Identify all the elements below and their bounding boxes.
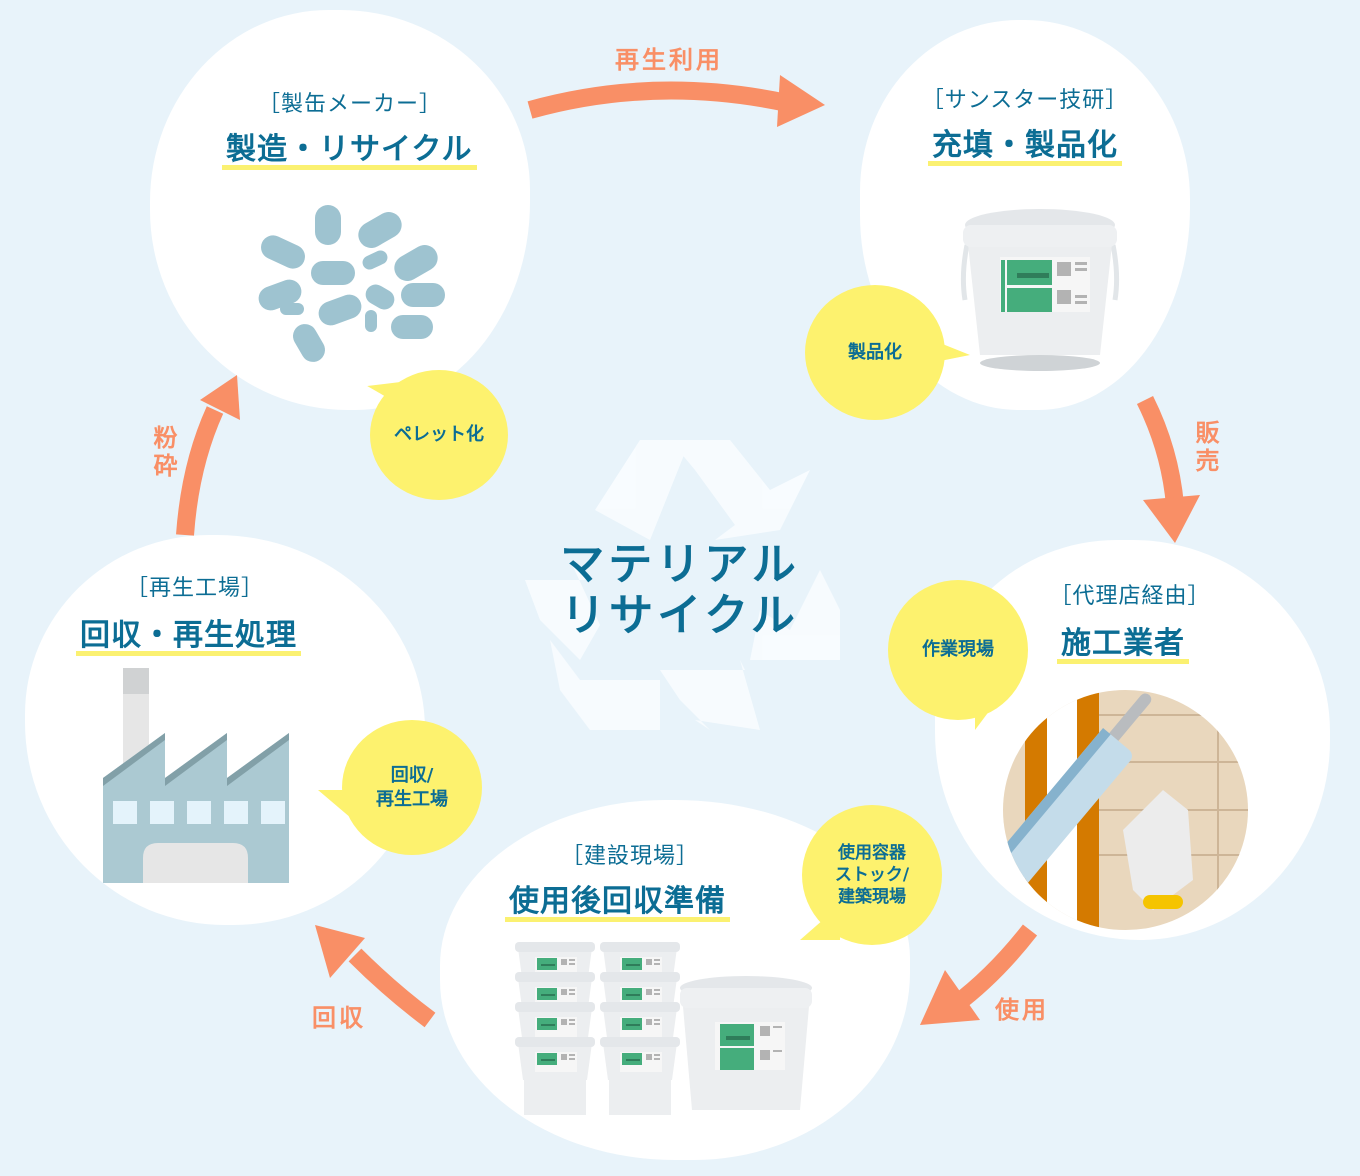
filling-subtitle: ［サンスター技研］ (921, 88, 1129, 113)
stock-bubble: 使用容器 ストック/ 建築現場 (802, 805, 942, 945)
contractor-title: 施工業者 (1057, 618, 1189, 666)
recycle-symbol-icon (525, 440, 840, 730)
filling-title: 充填・製品化 (928, 120, 1122, 168)
arrow-sale-icon (1136, 395, 1200, 543)
center-title-line2: リサイクル (561, 589, 799, 641)
factory-icon (103, 668, 289, 883)
contractor-subtitle: ［代理店経由］ (1049, 584, 1211, 609)
manufacture-cloud (150, 10, 530, 410)
manufacture-subtitle: ［製缶メーカー］ (257, 92, 442, 117)
pellet-bubble: ペレット化 (370, 370, 508, 500)
recycle-plant-subtitle: ［再生工場］ (125, 576, 264, 601)
product-bubble-text: 製品化 (848, 341, 902, 363)
arrow-use-label: 使用 (995, 996, 1049, 1024)
site-title: 使用後回収準備 (505, 876, 730, 924)
plant-bubble-text: 回収/ 再生工場 (376, 765, 448, 810)
caulking-illustration (1003, 690, 1248, 930)
caulking-gun-icon (1003, 690, 1248, 930)
arrow-collect-label: 回収 (312, 1004, 366, 1032)
manufacture-title: 製造・リサイクル (222, 124, 477, 172)
center-title-line1: マテリアル (560, 539, 800, 590)
plant-bubble: 回収/ 再生工場 (342, 720, 482, 855)
arrow-reuse-label: 再生利用 (615, 46, 723, 74)
bucket-icon (960, 209, 1120, 371)
center-title: マテリアル リサイクル (560, 539, 800, 641)
arrow-reuse-icon (527, 75, 825, 127)
arrow-crush-label: 粉砕 (149, 425, 177, 481)
pellets-icon (258, 205, 445, 362)
stock-bubble-text: 使用容器 ストック/ 建築現場 (834, 842, 910, 908)
worksite-bubble: 作業現場 (888, 580, 1028, 720)
stacked-buckets-icon (515, 942, 812, 1115)
worksite-bubble-text: 作業現場 (922, 639, 994, 661)
arrow-collect-icon (315, 925, 436, 1028)
recycle-plant-title: 回収・再生処理 (76, 610, 301, 658)
pellet-bubble-text: ペレット化 (394, 424, 484, 446)
arrow-sale-label: 販売 (1191, 420, 1219, 476)
arrow-use-icon (920, 924, 1038, 1025)
site-subtitle: ［建設現場］ (560, 844, 699, 869)
arrow-crush-icon (176, 375, 240, 536)
product-bubble: 製品化 (805, 285, 945, 420)
